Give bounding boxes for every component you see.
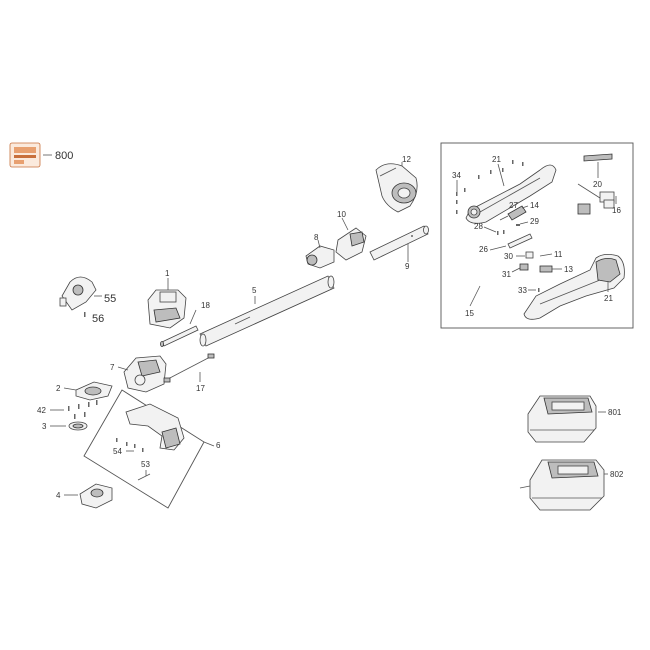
- label-18: 18: [201, 301, 210, 310]
- part-14-trigger[interactable]: [507, 205, 527, 221]
- label-28: 28: [474, 222, 483, 231]
- label-33: 33: [518, 286, 527, 295]
- part-18-inner-tube[interactable]: [160, 325, 199, 347]
- part-26-rod[interactable]: [507, 233, 533, 249]
- label-42: 42: [37, 406, 46, 415]
- label-13: 13: [564, 265, 573, 274]
- label-29: 29: [530, 217, 539, 226]
- part-31-contact[interactable]: [519, 263, 529, 271]
- label-14: 14: [530, 201, 539, 210]
- label-26: 26: [479, 245, 488, 254]
- part-3-spool[interactable]: [68, 421, 88, 431]
- part-800-battery-pack[interactable]: [9, 142, 41, 168]
- part-9-upper-tube[interactable]: [369, 225, 429, 261]
- part-13-lock[interactable]: [539, 265, 553, 273]
- part-2-spool-base[interactable]: [75, 381, 113, 401]
- label-27: 27: [509, 201, 518, 210]
- label-10: 10: [337, 210, 346, 219]
- part-801-charger[interactable]: [527, 395, 597, 443]
- part-10-clamp[interactable]: [335, 227, 367, 261]
- part-16-switch[interactable]: [577, 183, 615, 215]
- label-11: 11: [554, 250, 563, 259]
- part-5-main-shaft[interactable]: [199, 275, 335, 347]
- part-1-motor-housing[interactable]: [147, 289, 187, 329]
- part-6-guard[interactable]: [125, 403, 185, 451]
- part-4-spool-cap[interactable]: [79, 483, 113, 509]
- label-8: 8: [314, 233, 319, 242]
- label-17: 17: [196, 384, 205, 393]
- label-30: 30: [504, 252, 513, 261]
- label-31: 31: [502, 270, 511, 279]
- label-56: 56: [92, 313, 104, 325]
- part-20-cable[interactable]: [583, 153, 613, 162]
- part-54-screws[interactable]: [116, 438, 144, 452]
- label-802: 802: [610, 470, 624, 479]
- part-21-housing-bottom[interactable]: [523, 254, 625, 320]
- label-53: 53: [141, 460, 150, 469]
- label-34: 34: [452, 171, 461, 180]
- label-55: 55: [104, 293, 116, 305]
- label-7: 7: [110, 363, 115, 372]
- label-4: 4: [56, 491, 61, 500]
- label-3: 3: [42, 422, 47, 431]
- label-2: 2: [56, 384, 61, 393]
- label-12: 12: [402, 155, 411, 164]
- screws-top: [456, 160, 524, 214]
- label-801: 801: [608, 408, 622, 417]
- label-21-top: 21: [492, 155, 501, 164]
- part-8-clamp[interactable]: [305, 245, 335, 269]
- part-29-pin[interactable]: [516, 224, 520, 226]
- part-30-clip[interactable]: [525, 251, 534, 259]
- assembly-box-15: [440, 142, 634, 329]
- label-21-bottom: 21: [604, 294, 613, 303]
- label-5: 5: [252, 286, 257, 295]
- part-12-front-handle[interactable]: [375, 163, 418, 213]
- label-16: 16: [612, 206, 621, 215]
- label-9: 9: [405, 262, 410, 271]
- part-802-charger[interactable]: [519, 459, 605, 511]
- label-20: 20: [593, 180, 602, 189]
- label-54: 54: [113, 447, 122, 456]
- part-53-cutter-blade[interactable]: [137, 473, 151, 481]
- label-800: 800: [55, 150, 73, 162]
- part-7-head-housing[interactable]: [123, 355, 167, 393]
- label-15: 15: [465, 309, 474, 318]
- part-55-guard[interactable]: [59, 276, 97, 311]
- part-42-screws[interactable]: [68, 400, 98, 419]
- part-27-spring[interactable]: [499, 215, 509, 221]
- part-21-housing-top[interactable]: [465, 164, 557, 224]
- label-6: 6: [216, 441, 221, 450]
- label-1: 1: [165, 269, 170, 278]
- part-17-wire[interactable]: [163, 353, 215, 383]
